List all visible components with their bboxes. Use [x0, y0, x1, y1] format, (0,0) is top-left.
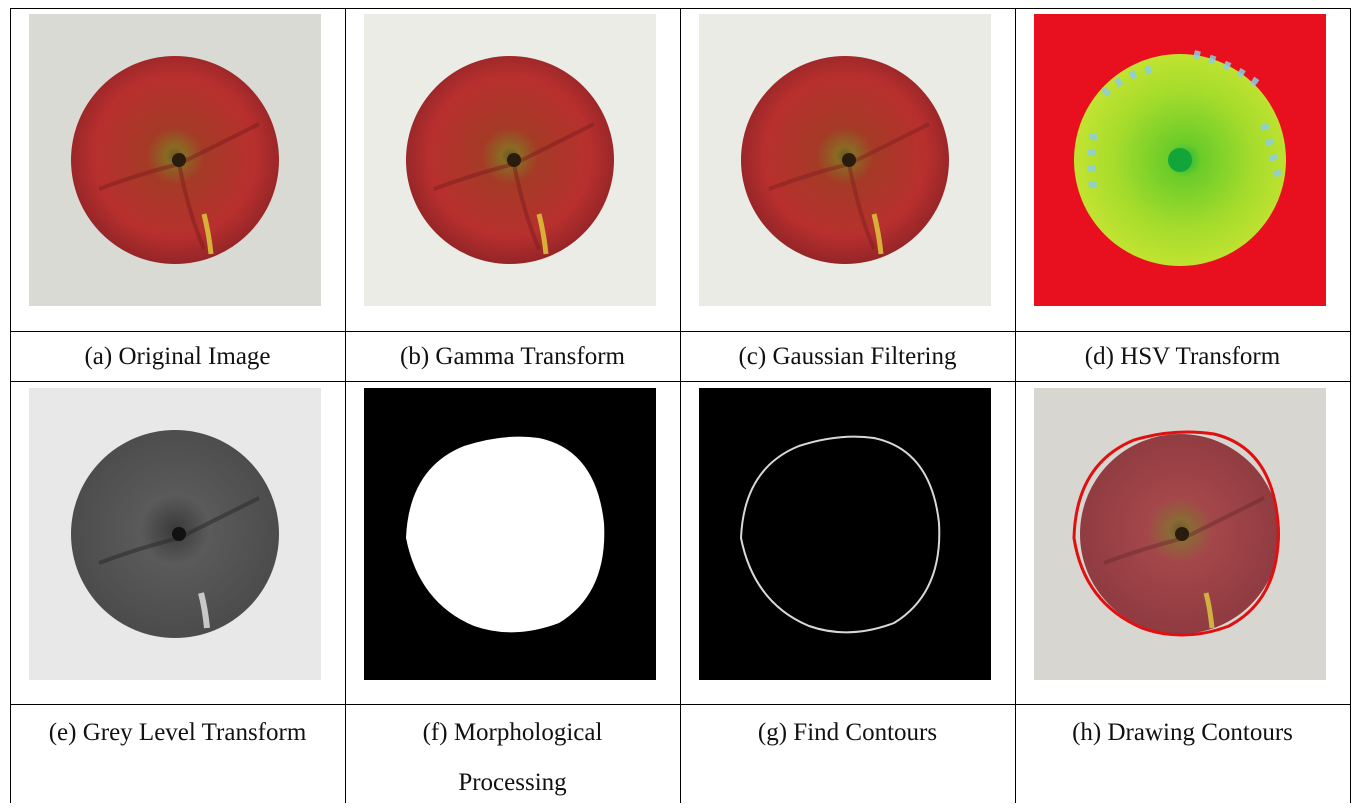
grid-line — [10, 8, 1350, 9]
caption-f: (f) Morphological Processing — [395, 708, 630, 808]
caption-b: (b) Gamma Transform — [345, 332, 680, 382]
gamma-image — [364, 14, 656, 306]
caption-d: (d) HSV Transform — [1015, 332, 1350, 382]
morphological-image — [364, 388, 656, 680]
grey-image — [29, 388, 321, 680]
caption-c: (c) Gaussian Filtering — [680, 332, 1015, 382]
caption-h: (h) Drawing Contours — [1015, 708, 1350, 758]
grid-line — [10, 8, 11, 803]
grid-line — [680, 8, 681, 803]
grid-line — [10, 704, 1350, 705]
grid-line — [1350, 8, 1351, 803]
caption-e: (e) Grey Level Transform — [10, 708, 345, 758]
hsv-image — [1034, 14, 1326, 306]
grid-line — [345, 8, 346, 803]
caption-g: (g) Find Contours — [680, 708, 1015, 758]
contours-image — [699, 388, 991, 680]
drawing-contours-image — [1034, 388, 1326, 680]
gaussian-image — [699, 14, 991, 306]
caption-a: (a) Original Image — [10, 332, 345, 382]
original-image — [29, 14, 321, 306]
grid-line — [1015, 8, 1016, 803]
